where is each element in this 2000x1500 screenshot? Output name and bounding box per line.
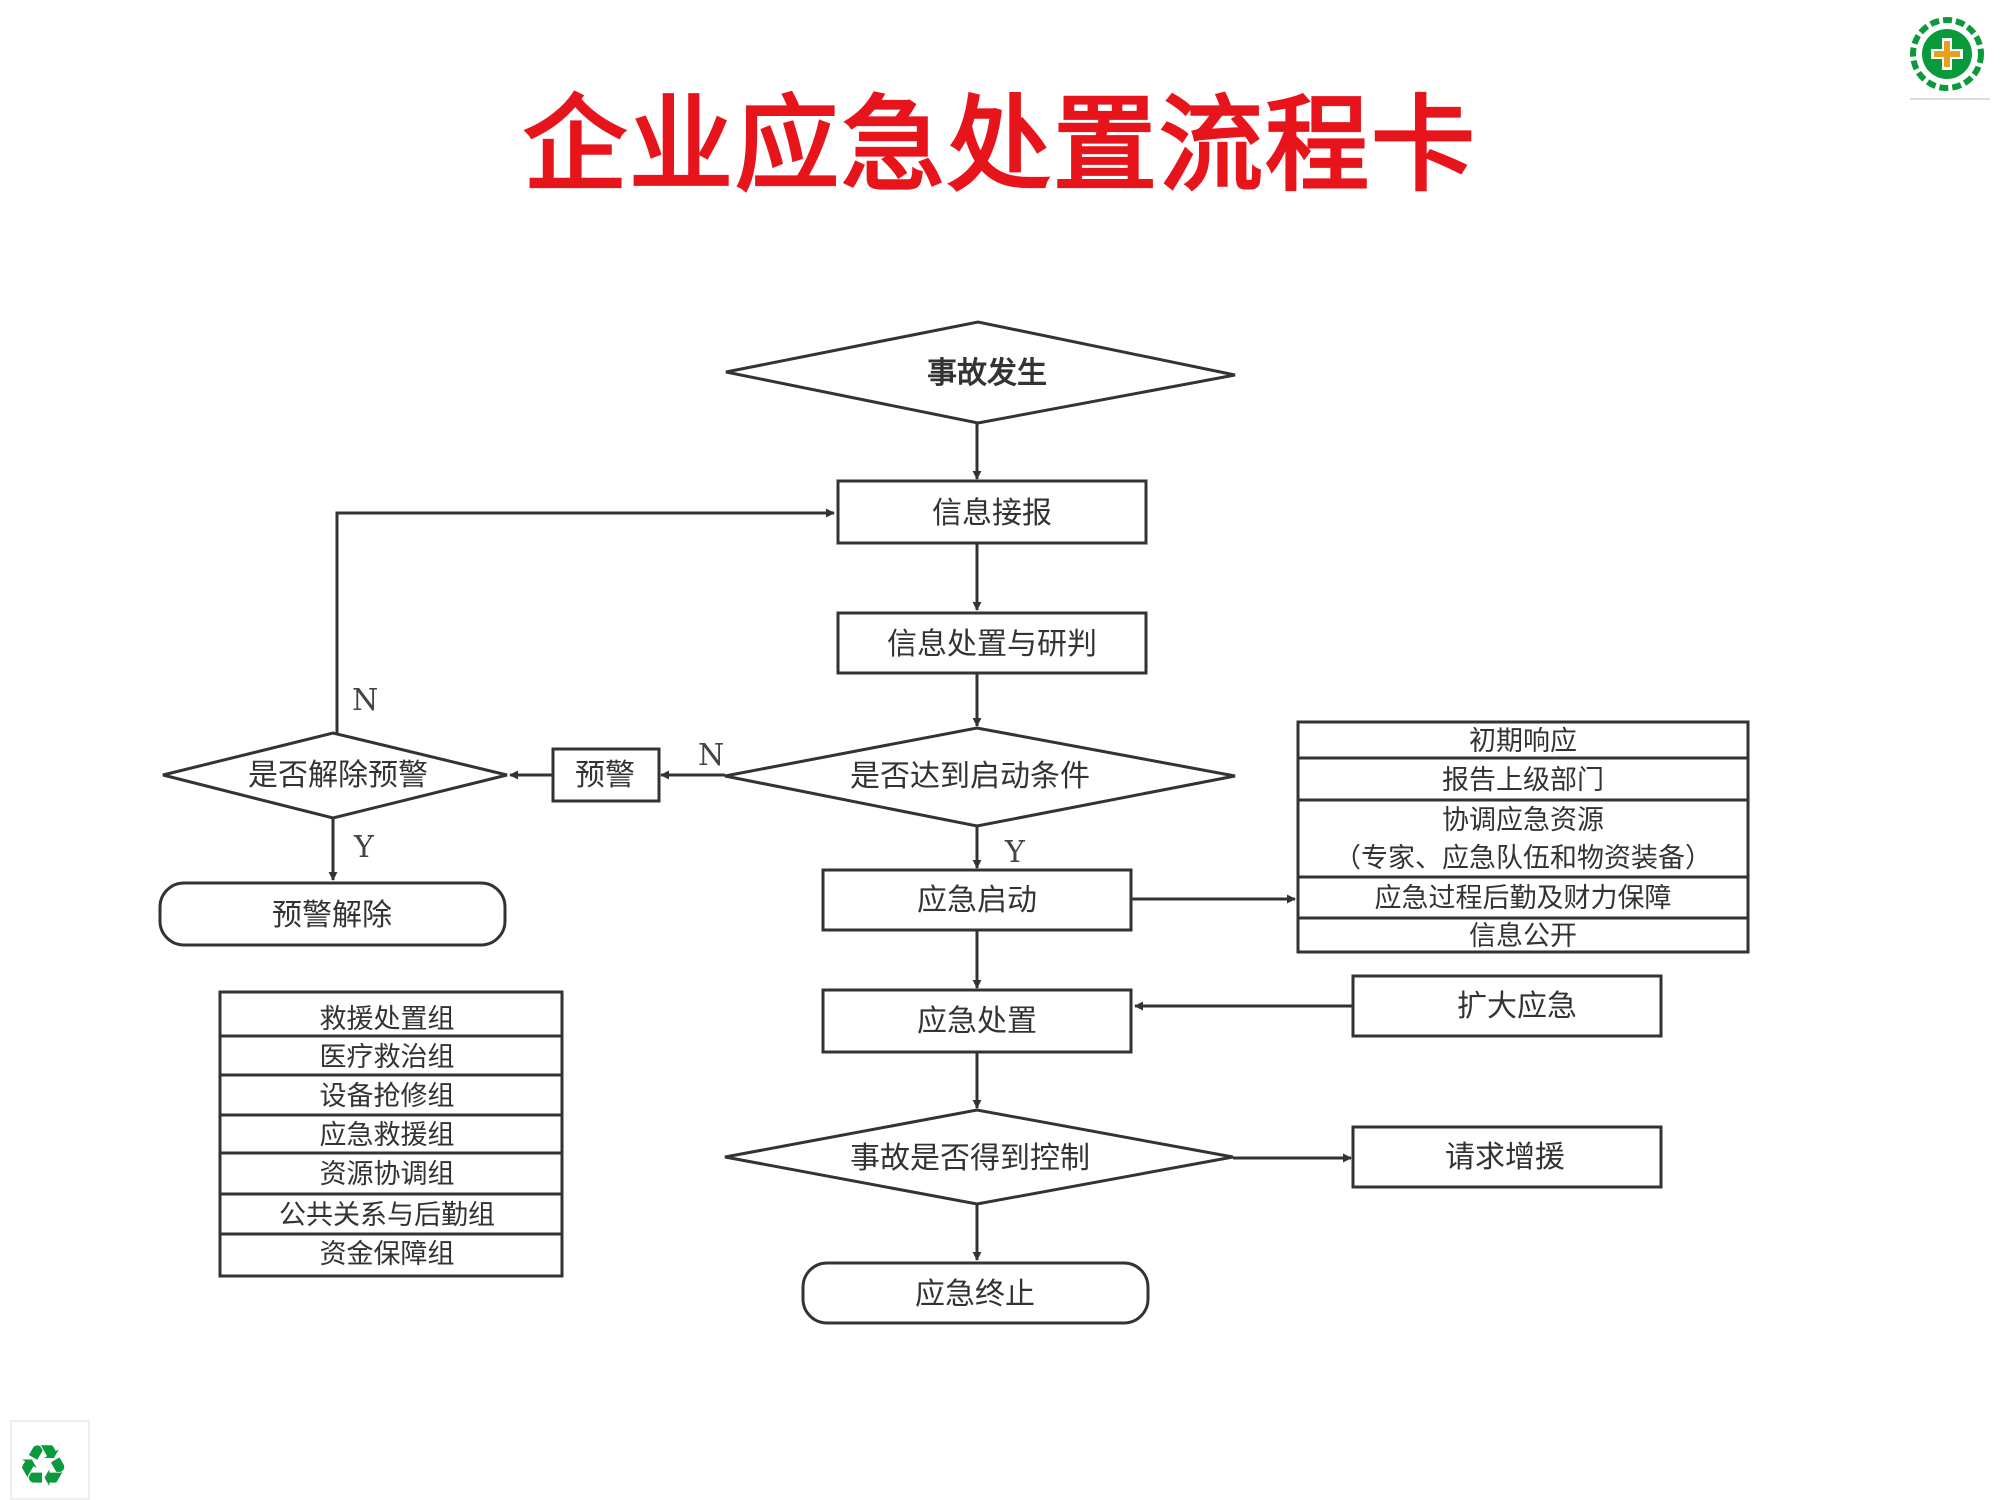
node-accident-occurs: 事故发生 [725, 320, 1236, 425]
node-info-judge-label: 信息处置与研判 [887, 627, 1097, 662]
node-emergency-start-label: 应急启动 [917, 883, 1037, 918]
response-step: （专家、应急队伍和物资装备） [1334, 843, 1712, 874]
node-warning-released-label: 预警解除 [272, 898, 392, 933]
safety-cross-badge-icon [1910, 17, 1990, 100]
response-steps-list: 初期响应 报告上级部门 协调应急资源 （专家、应急队伍和物资装备） 应急过程后勤… [1296, 720, 1750, 954]
team-item: 资源协调组 [320, 1159, 455, 1190]
node-expand: 扩大应急 [1351, 974, 1663, 1038]
node-start-condition: 是否达到启动条件 [724, 726, 1236, 828]
node-accident-label: 事故发生 [927, 356, 1047, 391]
node-start-condition-label: 是否达到启动条件 [850, 759, 1090, 794]
node-emergency-end-label: 应急终止 [915, 1277, 1035, 1312]
connectors [328, 423, 1353, 1261]
teams-list: 救援处置组 医疗救治组 设备抢修组 应急救援组 资源协调组 公共关系与后勤组 资… [218, 990, 564, 1278]
team-item: 公共关系与后勤组 [279, 1200, 495, 1231]
node-emergency-handle-label: 应急处置 [917, 1004, 1037, 1039]
team-item: 设备抢修组 [320, 1081, 455, 1112]
response-step: 协调应急资源 [1442, 805, 1604, 836]
node-controlled-question-label: 事故是否得到控制 [850, 1141, 1090, 1176]
node-info-report: 信息接报 [836, 479, 1148, 545]
recycle-icon: ♻ [10, 1420, 90, 1500]
node-emergency-start: 应急启动 [821, 868, 1133, 932]
svg-text:♻: ♻ [17, 1432, 69, 1500]
node-warning: 预警 [551, 747, 661, 803]
node-warning-released: 预警解除 [158, 881, 507, 947]
node-release-question: 是否解除预警 [162, 731, 508, 820]
node-info-judge: 信息处置与研判 [836, 611, 1148, 675]
team-item: 救援处置组 [320, 1004, 455, 1035]
node-emergency-end: 应急终止 [801, 1261, 1150, 1325]
label-no-release: N [352, 683, 378, 718]
node-request-help-label: 请求增援 [1445, 1140, 1565, 1175]
label-yes-start: Y [1004, 835, 1026, 870]
arrow-release-question-back-to-report [335, 508, 835, 733]
label-yes-release: Y [353, 830, 375, 865]
node-controlled-question: 事故是否得到控制 [724, 1108, 1234, 1206]
node-emergency-handle: 应急处置 [821, 988, 1133, 1054]
node-request-help: 请求增援 [1351, 1125, 1663, 1189]
node-warning-label: 预警 [575, 758, 635, 793]
response-step: 应急过程后勤及财力保障 [1375, 883, 1672, 914]
team-item: 医疗救治组 [320, 1042, 455, 1073]
node-info-report-label: 信息接报 [932, 496, 1052, 531]
page-title: 企业应急处置流程卡 [522, 84, 1477, 206]
node-release-question-label: 是否解除预警 [248, 758, 428, 793]
response-step: 初期响应 [1469, 726, 1577, 757]
label-no-start: N [698, 738, 724, 773]
response-step: 信息公开 [1469, 921, 1577, 952]
node-expand-label: 扩大应急 [1457, 989, 1577, 1024]
team-item: 应急救援组 [320, 1120, 455, 1151]
team-item: 资金保障组 [320, 1239, 455, 1270]
response-step: 报告上级部门 [1442, 765, 1604, 796]
